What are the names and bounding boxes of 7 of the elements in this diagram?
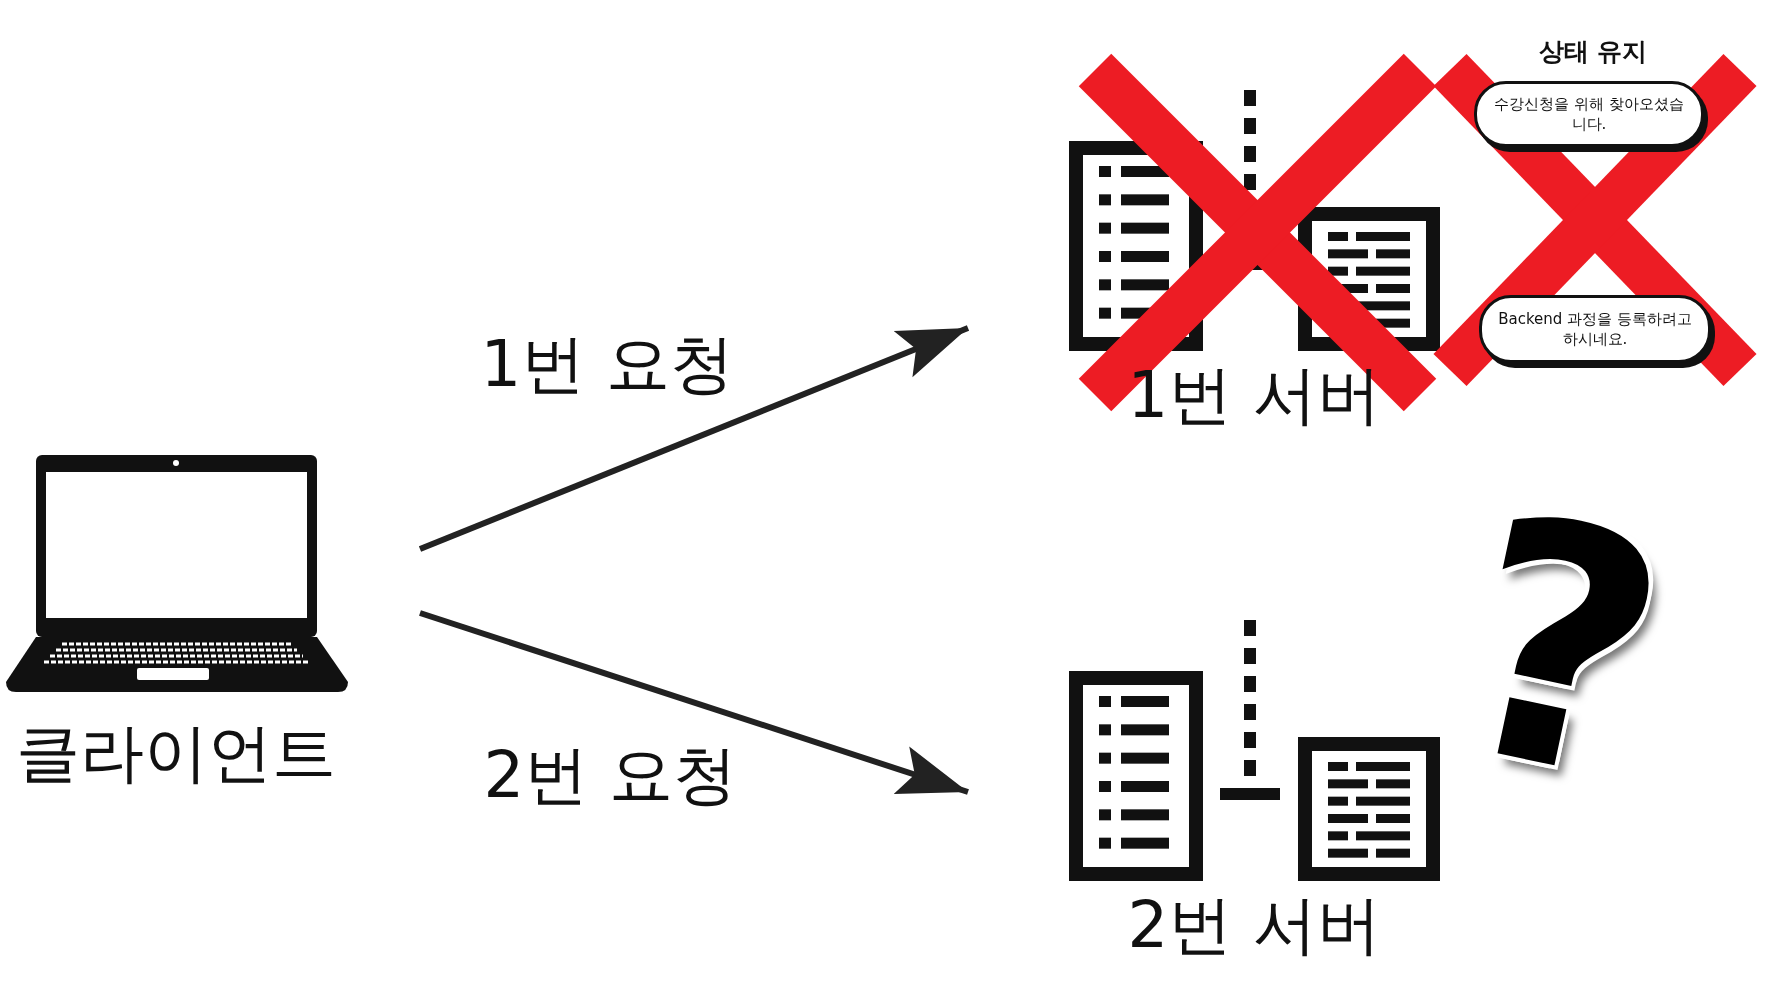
heading: 상태 유지 (1538, 35, 1648, 68)
server-label: 2번 서버 (1126, 890, 1382, 960)
arrow (418, 325, 970, 552)
question-mark: ? (1432, 468, 1688, 832)
laptop-label: 클라이언트 (15, 718, 337, 788)
arrow (419, 610, 969, 795)
server-label: 1번 서버 (1126, 360, 1382, 430)
